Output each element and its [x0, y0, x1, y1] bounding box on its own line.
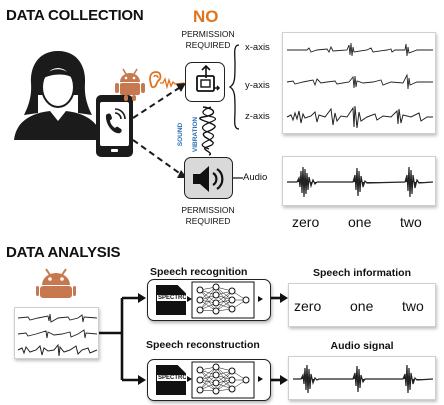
signal-x-axis [287, 42, 433, 57]
audio-connector [233, 177, 243, 179]
no-permission-label: NO [193, 7, 219, 26]
reconstructed-waveform [293, 364, 434, 394]
audio-signal-panel [282, 156, 436, 206]
y-axis-label: y-axis [245, 80, 270, 91]
permission-required-bottom: PERMISSION REQUIRED [181, 205, 235, 226]
input-signal-1 [17, 313, 98, 323]
speech-reconstruction-block: SPECTRO [147, 359, 271, 401]
accelerometer-icon [196, 64, 221, 92]
speech-information-title: Speech information [312, 267, 411, 279]
signal-z-axis [286, 105, 433, 129]
axes-brace [228, 44, 240, 130]
speech-information-panel: zero one two [288, 283, 436, 327]
spectro-tag-reconstruction: SPECTRO [157, 375, 188, 381]
data-collection-title: DATA COLLECTION [6, 7, 144, 24]
sound-vibration-coil [199, 106, 216, 156]
microphone-sensor [184, 157, 233, 199]
audio-signal-output-panel [288, 356, 436, 400]
recognition-inner-arrows [187, 296, 263, 302]
speaker-icon [193, 166, 224, 192]
ear-icon [149, 71, 162, 89]
input-signal-2 [17, 329, 98, 339]
speech-reconstruction-title: Speech reconstruction [146, 339, 260, 351]
neural-network-icon [191, 281, 255, 319]
speech-recognition-block: SPECTRO [147, 279, 271, 321]
input-signal-3 [17, 343, 98, 357]
accelerometer-signals-panel [282, 32, 436, 134]
analysis-word-zero: zero [294, 298, 322, 314]
collection-word-two: two [400, 214, 422, 230]
collection-word-one: one [348, 214, 372, 230]
ear-wave [160, 77, 185, 90]
android-icon-analysis [36, 268, 76, 298]
analysis-word-two: two [402, 298, 424, 314]
spectro-tag-recognition: SPECTRO [157, 295, 188, 301]
audio-signal-title: Audio signal [330, 340, 394, 352]
speech-recognition-title: Speech recognition [150, 266, 248, 278]
accelerometer-sensor [185, 62, 225, 102]
android-icon [115, 68, 145, 101]
permission-required-top: PERMISSION REQUIRED [181, 29, 235, 50]
user-icon [14, 51, 102, 140]
audio-label: Audio [243, 172, 268, 183]
input-signals-panel [14, 307, 99, 359]
data-analysis-title: DATA ANALYSIS [6, 244, 121, 261]
analysis-word-one: one [350, 298, 374, 314]
collection-word-zero: zero [292, 214, 320, 230]
z-axis-label: z-axis [245, 111, 270, 122]
neural-network-icon-2 [191, 361, 255, 399]
audio-waveform [287, 166, 434, 198]
smartphone-icon [96, 95, 133, 157]
reconstruction-inner-arrows [187, 376, 263, 382]
signal-y-axis [286, 73, 433, 90]
spectrogram-doc-icon-2: SPECTRO [156, 365, 186, 395]
spectrogram-doc-icon: SPECTRO [156, 285, 186, 315]
x-axis-label: x-axis [245, 42, 270, 53]
